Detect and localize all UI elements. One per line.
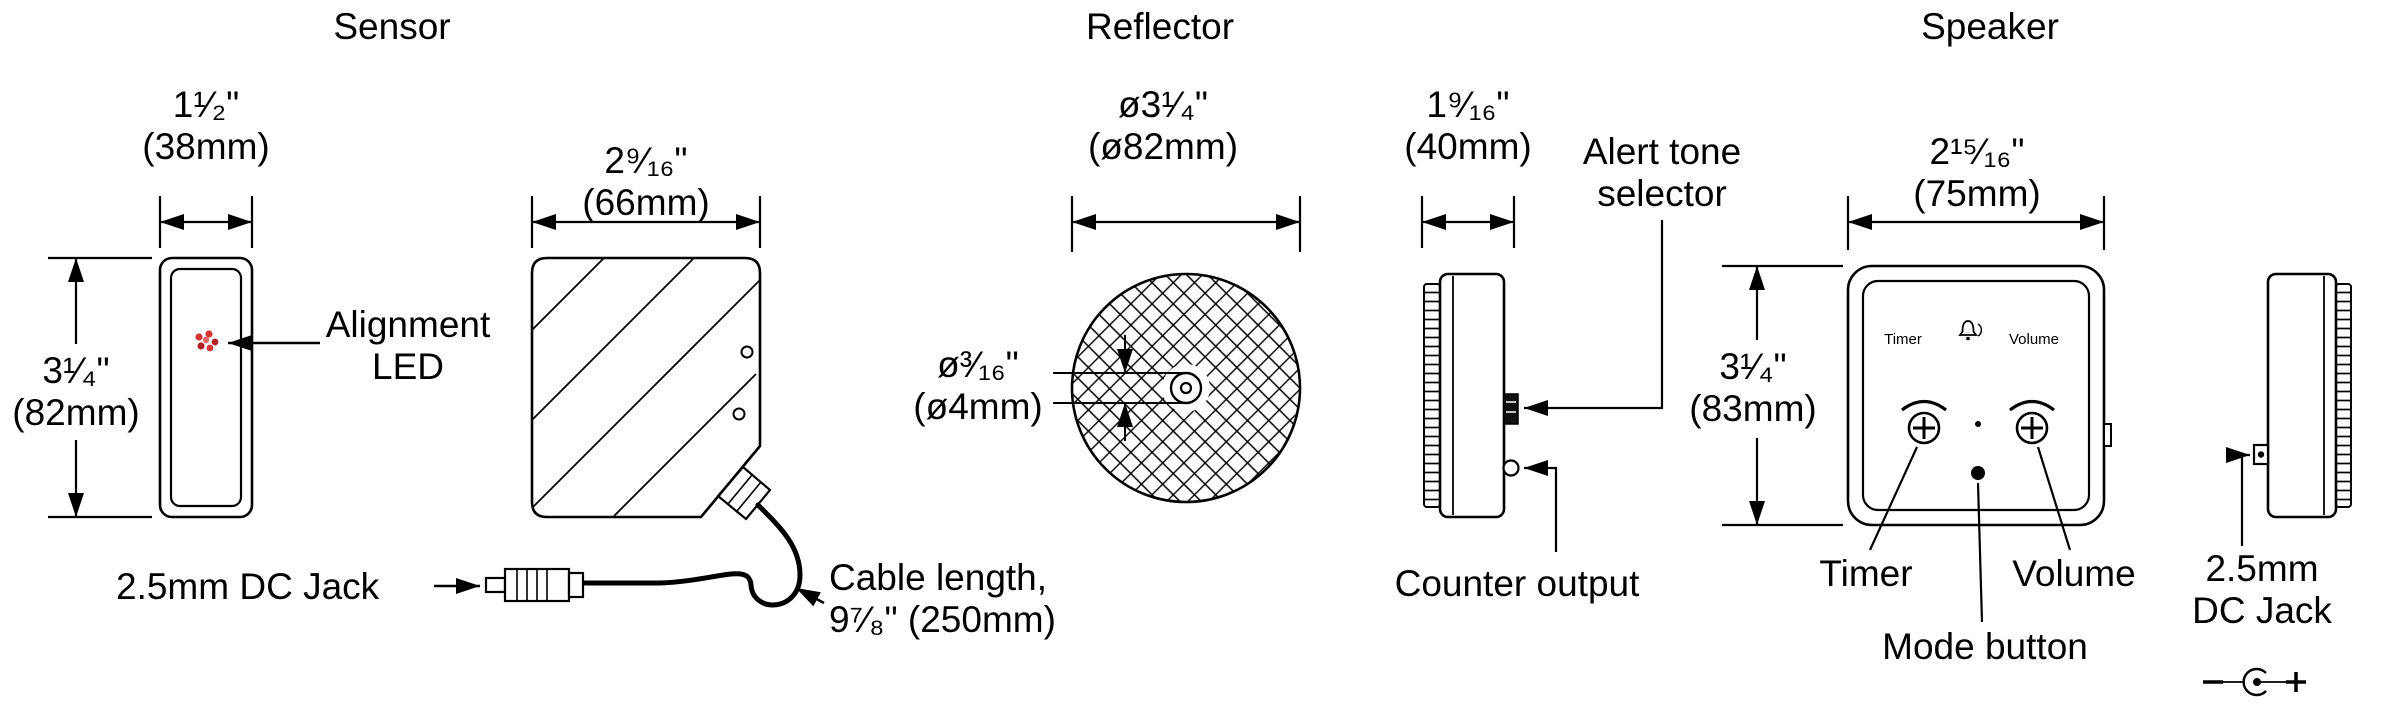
label-line: 2.5mm <box>2205 548 2319 589</box>
cable-gland <box>716 465 772 521</box>
sensor-title: Sensor <box>333 6 451 47</box>
label-line: DC Jack <box>2192 590 2332 631</box>
label-line: Cable length, <box>829 557 1048 598</box>
dim-mm: (ø82mm) <box>1087 126 1239 167</box>
sensor-side-width-dimension <box>530 196 762 248</box>
speaker-side-width-label: 1⁹⁄₁₆" (40mm) <box>1404 84 1531 168</box>
counter-output-label: Counter output <box>1394 563 1640 604</box>
cable-length-label: Cable length, 9⁷⁄₈" (250mm) <box>829 557 1056 641</box>
dc-jack-port <box>2252 443 2270 466</box>
speaker-front-view <box>1846 264 2112 527</box>
sensor-front-view <box>158 256 254 519</box>
speaker-side-width-dimension <box>1420 196 1516 248</box>
reflector-view <box>1070 272 1302 504</box>
sensor-height-label: 3¹⁄₄" (82mm) <box>12 350 139 434</box>
polarity-icon <box>2203 667 2306 697</box>
label-line: 9⁷⁄₈" (250mm) <box>829 599 1056 640</box>
sensor-height-dimension <box>48 256 152 519</box>
mode-button-leader <box>1976 482 1984 623</box>
volume-leader <box>2036 446 2072 551</box>
dim-inches: 3¹⁄₄" <box>42 350 110 391</box>
timer-knob <box>1907 411 1941 445</box>
timer-leader <box>1868 446 1919 551</box>
reflector-hole-dimension <box>1053 335 1190 441</box>
sensor-front-width-label: 1¹⁄₂" (38mm) <box>142 84 269 168</box>
counter-output-jack <box>1502 459 1520 477</box>
alert-tone-switch <box>1503 393 1519 425</box>
dim-mm: (82mm) <box>12 392 140 433</box>
dc-jack-label-left: 2.5mm DC Jack <box>116 566 380 607</box>
dim-inches: 2⁹⁄₁₆" <box>604 140 688 181</box>
alert-tone-leader <box>1524 220 1664 416</box>
speaker-side-view-right <box>2252 272 2352 519</box>
dim-inches: 3¹⁄₄" <box>1719 346 1787 387</box>
mode-button <box>1971 466 1985 480</box>
cable-length-arrow <box>795 586 825 607</box>
reflector-dia-label: ø3¹⁄₄" (ø82mm) <box>1088 84 1238 168</box>
speaker-title: Speaker <box>1921 6 2059 47</box>
dim-inches: 1¹⁄₂" <box>172 84 240 125</box>
alert-tone-label: Alert tone selector <box>1583 131 1741 215</box>
timer-label: Timer <box>1819 553 1913 594</box>
bell-icon <box>1958 320 1983 341</box>
reflector-hole-label: ø³⁄₁₆" (ø4mm) <box>913 344 1042 428</box>
dim-mm: (66mm) <box>582 182 710 223</box>
dim-mm: (83mm) <box>1689 388 1817 429</box>
dim-mm: (38mm) <box>142 126 270 167</box>
speaker-side-view-left <box>1423 272 1520 519</box>
speaker-height-dimension <box>1722 264 1843 527</box>
face-volume-label: Volume <box>2008 331 2060 348</box>
volume-label: Volume <box>2012 553 2136 594</box>
timer-dial-arc <box>1901 399 1947 412</box>
reflector-title: Reflector <box>1085 6 1235 47</box>
speaker-front-width-label: 2¹⁵⁄₁₆" (75mm) <box>1913 131 2040 215</box>
label-line: selector <box>1597 173 1727 214</box>
volume-dial-arc <box>2009 399 2055 412</box>
dim-inches: 2¹⁵⁄₁₆" <box>1929 131 2025 172</box>
dc-plug <box>484 567 585 603</box>
dim-mm: (ø4mm) <box>913 386 1043 427</box>
sensor-front-width-dimension <box>158 196 254 248</box>
dc-jack-right-leader <box>2226 447 2250 546</box>
dim-mm: (75mm) <box>1913 173 2041 214</box>
indicator-dot <box>1975 421 1981 427</box>
power-cable <box>580 502 803 608</box>
reflector-dia-dimension <box>1070 196 1302 252</box>
dim-inches: ø³⁄₁₆" <box>937 344 1019 385</box>
alignment-led-label: Alignment LED <box>326 304 491 388</box>
dc-jack-label-right: 2.5mm DC Jack <box>2192 548 2332 632</box>
sensor-side-width-label: 2⁹⁄₁₆" (66mm) <box>582 140 709 224</box>
label-line: LED <box>372 346 444 387</box>
face-timer-label: Timer <box>1884 331 1922 348</box>
dim-inches: 1⁹⁄₁₆" <box>1426 84 1510 125</box>
dim-inches: ø3¹⁄₄" <box>1118 84 1208 125</box>
mode-button-label: Mode button <box>1882 626 2088 667</box>
counter-output-leader <box>1524 460 1558 552</box>
label-line: Alert tone <box>1582 131 1742 172</box>
sensor-side-view <box>530 256 772 521</box>
alignment-led <box>195 330 219 352</box>
label-line: Alignment <box>325 304 491 345</box>
speaker-front-width-dimension <box>1846 196 2106 250</box>
dim-mm: (40mm) <box>1404 126 1532 167</box>
volume-knob <box>2015 411 2049 445</box>
speaker-height-label: 3¹⁄₄" (83mm) <box>1689 346 1816 430</box>
